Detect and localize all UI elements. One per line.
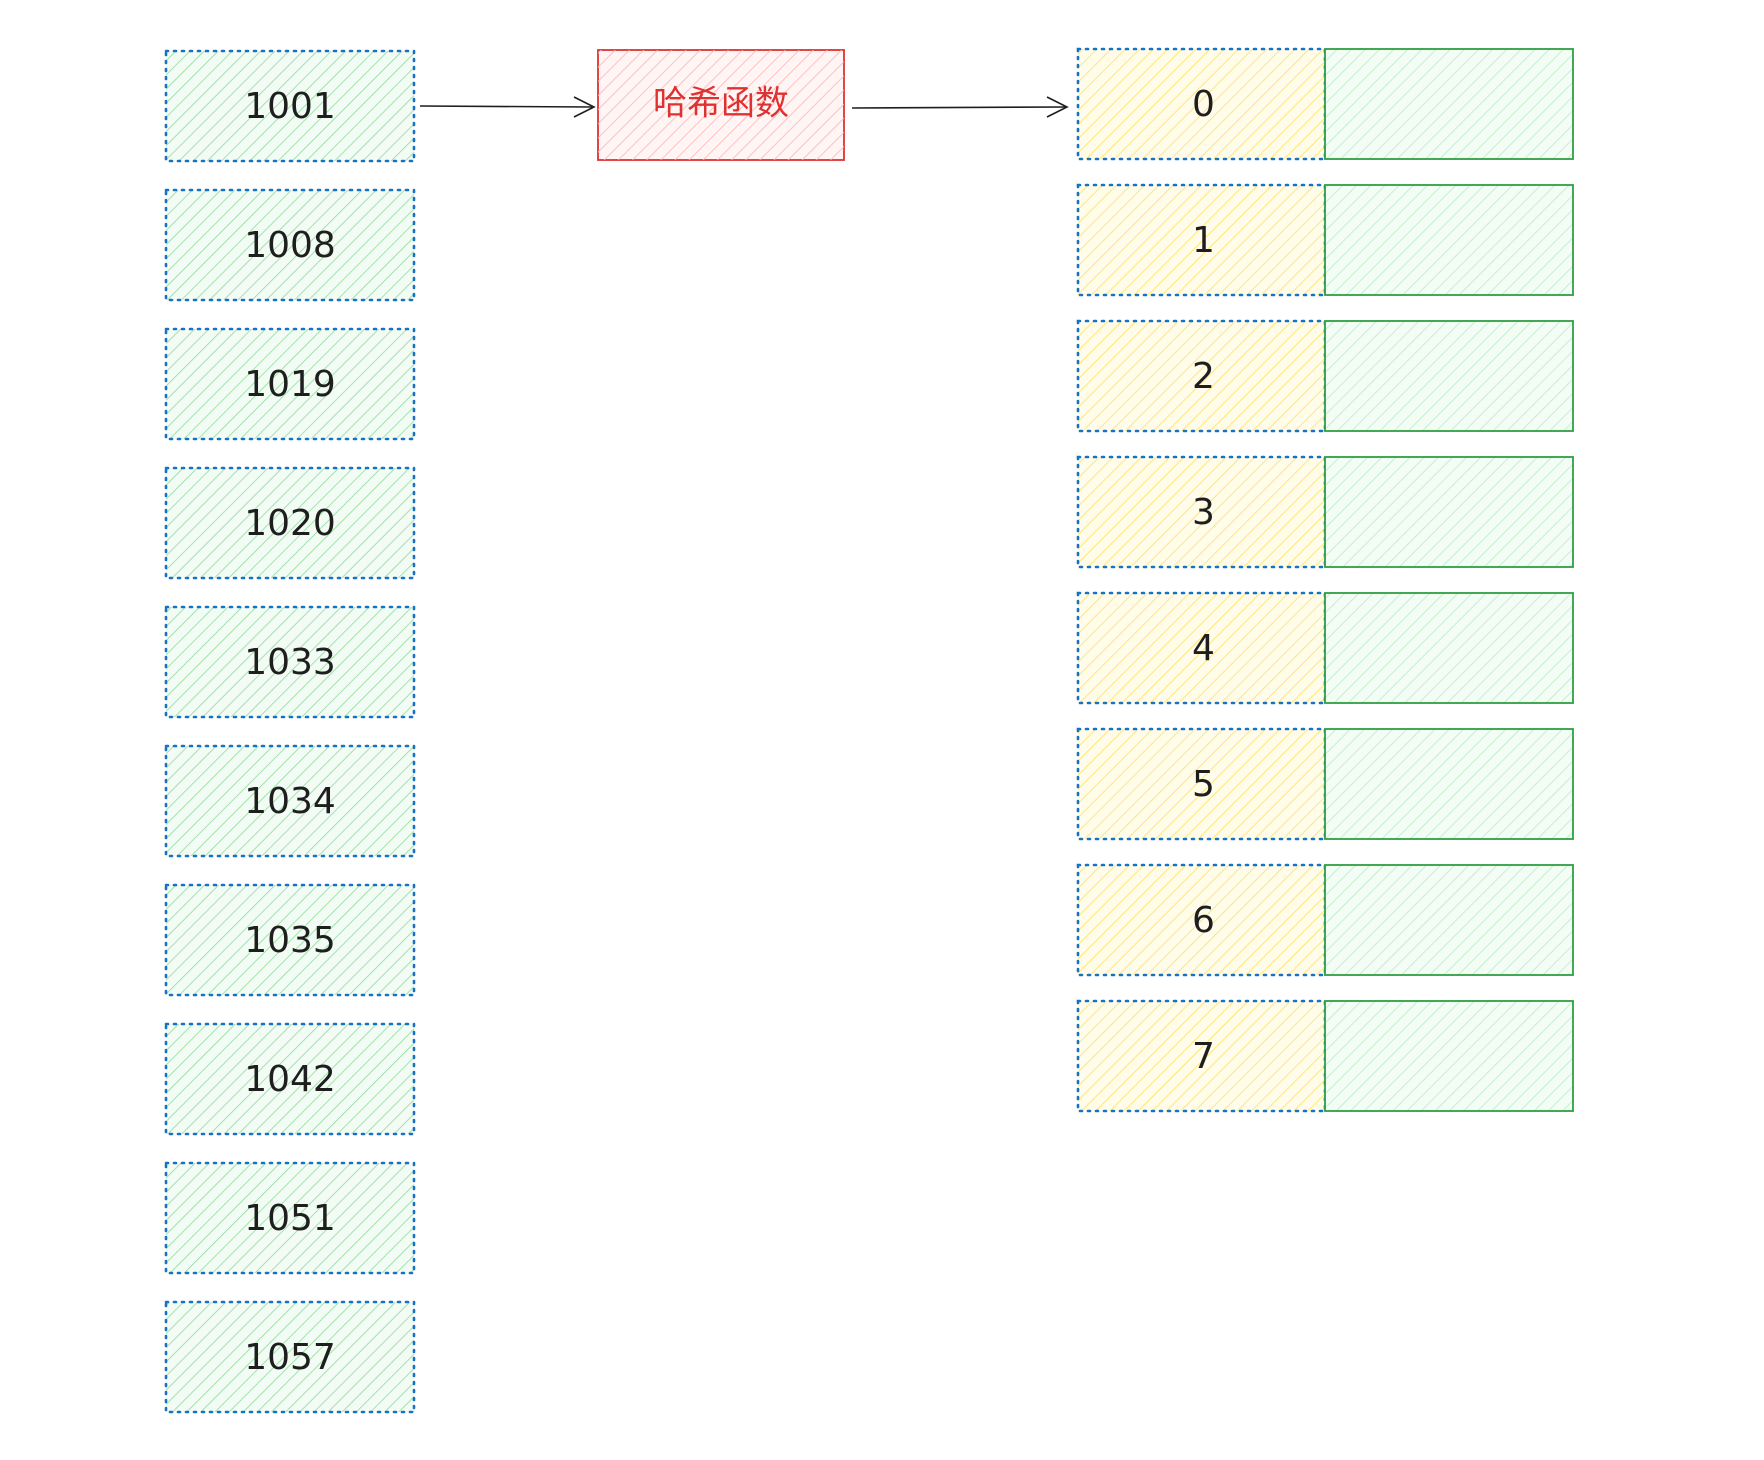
hash-function-box: 哈希函数 xyxy=(597,49,845,161)
key-box-border xyxy=(164,883,416,997)
key-box-hatch xyxy=(166,468,414,578)
bucket-slot-border xyxy=(1324,864,1574,976)
key-label: 1042 xyxy=(244,1059,336,1100)
key-box-hatch xyxy=(166,1024,414,1134)
arrows xyxy=(419,96,1069,118)
key-box-hatch xyxy=(166,51,414,161)
arrow-key-to-hash-head xyxy=(573,96,596,118)
key-box: 1001 xyxy=(164,49,416,163)
bucket-index-border xyxy=(1076,727,1327,841)
key-box-hatch xyxy=(166,190,414,300)
key-box-border xyxy=(164,188,416,302)
hash-function-hatch xyxy=(598,50,844,160)
bucket-slot-border xyxy=(1324,320,1574,432)
bucket-row: 7 xyxy=(1076,999,1574,1113)
bucket-index-hatch xyxy=(1078,1001,1325,1111)
key-label: 1057 xyxy=(244,1337,336,1378)
bucket-slot-hatch xyxy=(1325,1001,1573,1111)
bucket-index-border xyxy=(1076,47,1327,161)
bucket-slot-hatch xyxy=(1325,321,1573,431)
bucket-row: 3 xyxy=(1076,455,1574,569)
bucket-index-hatch xyxy=(1078,729,1325,839)
bucket-row: 2 xyxy=(1076,319,1574,433)
key-label: 1019 xyxy=(244,364,336,405)
bucket-index-label: 7 xyxy=(1192,1036,1215,1077)
bucket-slot-border xyxy=(1324,456,1574,568)
key-box-hatch xyxy=(166,885,414,995)
key-label: 1033 xyxy=(244,642,336,683)
bucket-index-label: 6 xyxy=(1192,900,1215,941)
bucket-row: 6 xyxy=(1076,863,1574,977)
bucket-index-hatch xyxy=(1078,457,1325,567)
bucket-index-label: 5 xyxy=(1192,764,1215,805)
bucket-slot-hatch xyxy=(1325,593,1573,703)
key-label: 1035 xyxy=(244,920,336,961)
arrow-hash-to-bucket xyxy=(851,106,1066,109)
key-box-hatch xyxy=(166,607,414,717)
bucket-index-border xyxy=(1076,863,1327,977)
bucket-index-border xyxy=(1076,999,1327,1113)
key-box-border xyxy=(164,327,416,441)
bucket-slot-border xyxy=(1324,48,1574,160)
key-box-hatch xyxy=(166,746,414,856)
bucket-index-border xyxy=(1076,455,1327,569)
key-box: 1051 xyxy=(164,1161,416,1275)
key-label: 1020 xyxy=(244,503,336,544)
key-box: 1019 xyxy=(164,327,416,441)
key-box-hatch xyxy=(166,329,414,439)
key-box-border xyxy=(164,466,416,580)
bucket-slot-border xyxy=(1324,592,1574,704)
bucket-slot-hatch xyxy=(1325,865,1573,975)
key-box: 1020 xyxy=(164,466,416,580)
bucket-index-hatch xyxy=(1078,185,1325,295)
key-box-border xyxy=(164,605,416,719)
key-box-border xyxy=(164,1300,416,1414)
key-box: 1035 xyxy=(164,883,416,997)
bucket-index-hatch xyxy=(1078,49,1325,159)
hash-function-label: 哈希函数 xyxy=(653,84,789,124)
key-label: 1008 xyxy=(244,225,336,266)
bucket-index-label: 4 xyxy=(1192,628,1215,669)
bucket-slot-border xyxy=(1324,1000,1574,1112)
key-box: 1008 xyxy=(164,188,416,302)
key-box: 1042 xyxy=(164,1022,416,1136)
key-box: 1034 xyxy=(164,744,416,858)
key-box-border xyxy=(164,49,416,163)
bucket-slot-hatch xyxy=(1325,49,1573,159)
buckets-column: 0 1 2 3 4 5 6 7 xyxy=(1076,47,1574,1113)
bucket-row: 1 xyxy=(1076,183,1574,297)
bucket-row: 5 xyxy=(1076,727,1574,841)
bucket-index-hatch xyxy=(1078,321,1325,431)
key-box-hatch xyxy=(166,1163,414,1273)
arrow-key-to-hash xyxy=(419,105,593,108)
bucket-row: 0 xyxy=(1076,47,1574,161)
key-box-border xyxy=(164,744,416,858)
bucket-index-label: 1 xyxy=(1192,220,1215,261)
bucket-index-border xyxy=(1076,183,1327,297)
key-box-hatch xyxy=(166,1302,414,1412)
arrow-hash-to-bucket-head xyxy=(1046,96,1069,118)
bucket-index-border xyxy=(1076,319,1327,433)
bucket-index-border xyxy=(1076,591,1327,705)
bucket-row: 4 xyxy=(1076,591,1574,705)
bucket-index-label: 2 xyxy=(1192,356,1215,397)
key-box-border xyxy=(164,1161,416,1275)
bucket-index-hatch xyxy=(1078,865,1325,975)
bucket-index-label: 3 xyxy=(1192,492,1215,533)
bucket-slot-border xyxy=(1324,728,1574,840)
key-label: 1001 xyxy=(244,86,336,127)
key-label: 1034 xyxy=(244,781,336,822)
bucket-slot-hatch xyxy=(1325,729,1573,839)
key-box: 1057 xyxy=(164,1300,416,1414)
key-label: 1051 xyxy=(244,1198,336,1239)
bucket-slot-border xyxy=(1324,184,1574,296)
bucket-slot-hatch xyxy=(1325,457,1573,567)
bucket-slot-hatch xyxy=(1325,185,1573,295)
key-box: 1033 xyxy=(164,605,416,719)
bucket-index-label: 0 xyxy=(1192,84,1215,125)
bucket-index-hatch xyxy=(1078,593,1325,703)
keys-column: 1001 1008 1019 1020 1033 1034 1035 1042 1051 1057 xyxy=(164,49,416,1414)
key-box-border xyxy=(164,1022,416,1136)
